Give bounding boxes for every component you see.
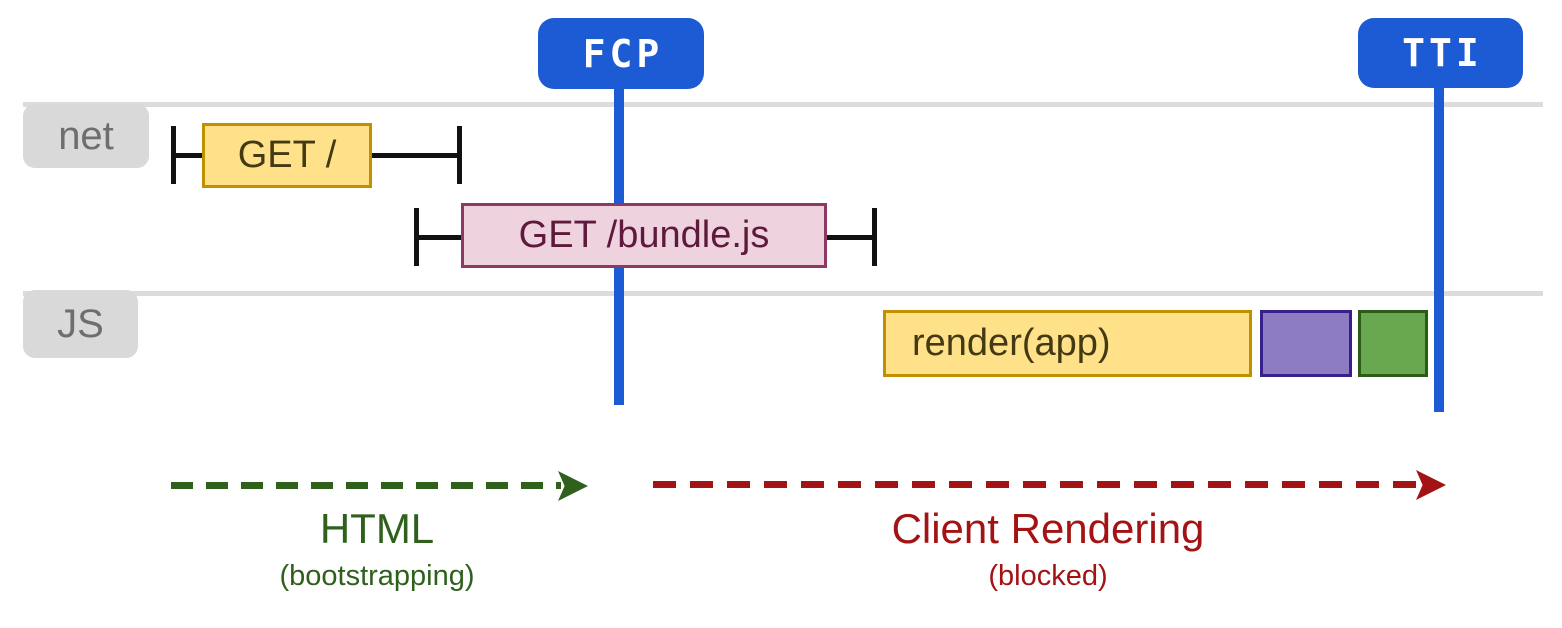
- get-bundle-start-tick: [414, 208, 419, 266]
- js-lane-line: [23, 291, 1543, 296]
- html-phase-label-group: HTML (bootstrapping): [177, 504, 577, 594]
- hydrate-task-box-purple: [1260, 310, 1352, 377]
- js-lane-label: JS: [23, 290, 138, 358]
- html-phase-arrow-head-icon: [558, 471, 588, 501]
- get-root-right-whisker: [372, 153, 457, 158]
- client-phase-arrow-line: [653, 481, 1419, 488]
- html-phase-title: HTML: [319, 505, 435, 552]
- get-root-start-tick: [171, 126, 176, 184]
- client-phase-subtitle: (blocked): [988, 560, 1108, 592]
- get-root-request-box: GET /: [202, 123, 372, 188]
- get-bundle-end-tick: [872, 208, 877, 266]
- get-root-left-whisker: [176, 153, 202, 158]
- tti-badge: TTI: [1358, 18, 1523, 88]
- client-phase-label-group: Client Rendering (blocked): [798, 504, 1298, 594]
- render-app-task-box: render(app): [883, 310, 1252, 377]
- get-root-end-tick: [457, 126, 462, 184]
- html-phase-subtitle: (bootstrapping): [279, 560, 475, 592]
- get-bundle-right-whisker: [827, 235, 872, 240]
- net-lane-line: [23, 102, 1543, 107]
- fcp-badge: FCP: [538, 18, 704, 89]
- interactive-task-box-green: [1358, 310, 1428, 377]
- get-bundle-left-whisker: [419, 235, 461, 240]
- html-phase-arrow-line: [171, 482, 561, 489]
- net-lane-label: net: [23, 104, 149, 168]
- client-phase-arrow-head-icon: [1416, 470, 1446, 500]
- client-phase-title: Client Rendering: [891, 505, 1205, 552]
- get-bundle-request-box: GET /bundle.js: [461, 203, 827, 268]
- tti-marker-line: [1434, 86, 1444, 412]
